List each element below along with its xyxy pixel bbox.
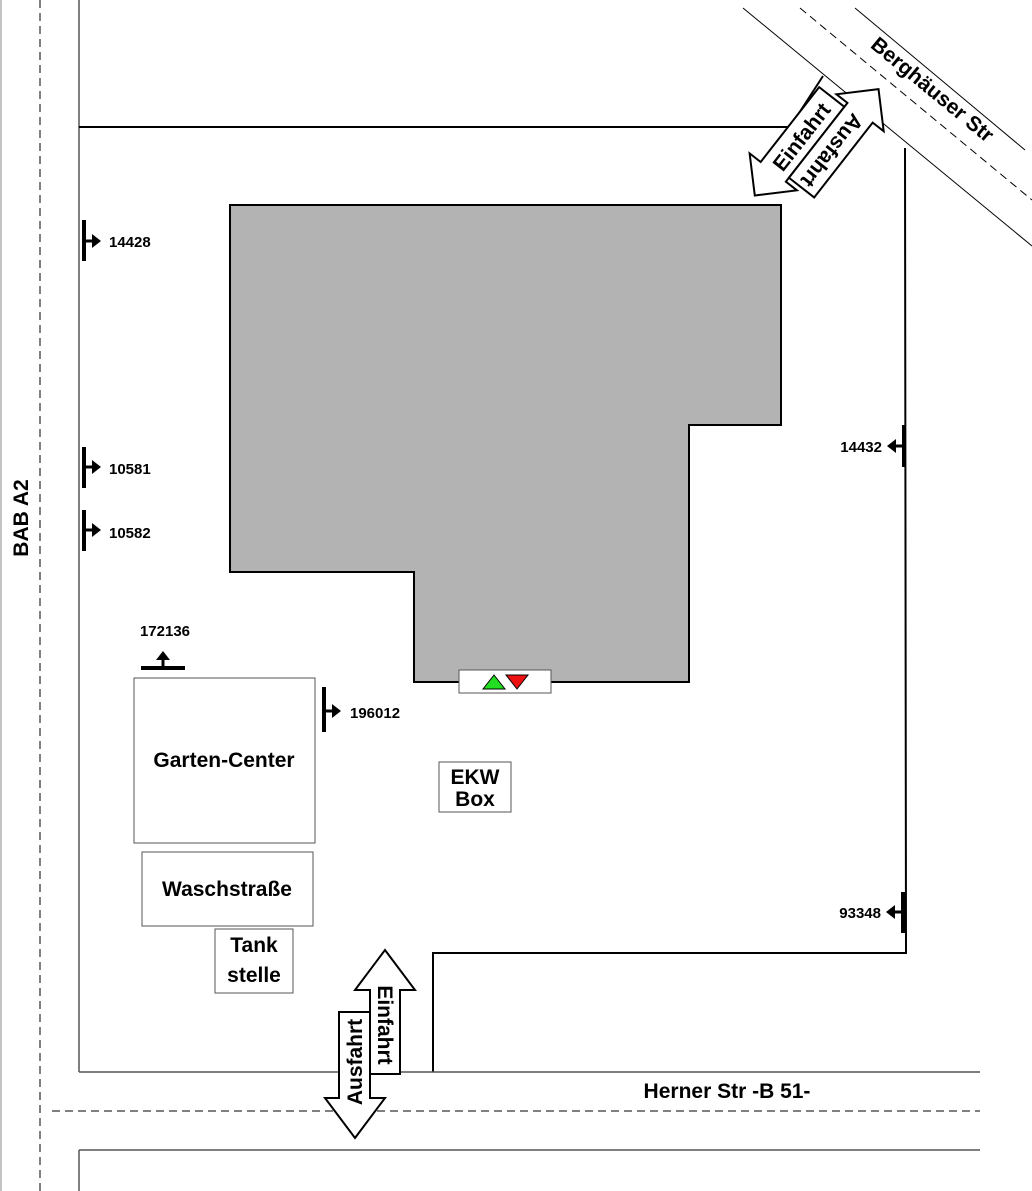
car-wash	[141, 851, 314, 927]
arrow-left-icon	[887, 439, 896, 453]
road-edge	[742, 7, 1032, 247]
top-entrance-arrows: Einfahrt Ausfahrt	[748, 85, 885, 199]
entry-arrow-icon	[748, 85, 846, 197]
exit-arrow-icon	[323, 1011, 387, 1140]
property-line	[79, 75, 824, 128]
marker-10581: 10581	[82, 447, 151, 488]
ekw-box	[438, 761, 512, 813]
arrow-up-icon	[156, 651, 170, 660]
road-centerline	[799, 7, 1032, 201]
marker-14428: 14428	[82, 220, 151, 261]
svg-text:93348: 93348	[839, 905, 881, 922]
ekw-label-2: Box	[455, 788, 495, 811]
main-building	[229, 204, 782, 683]
ekw-label-1: EKW	[451, 766, 500, 789]
up-triangle-icon	[481, 674, 507, 690]
road-label-berghaeuser: Berghäuser Str	[866, 33, 998, 147]
property-line	[432, 147, 908, 1072]
arrow-right-icon	[92, 234, 101, 248]
gas-station-label-2: stelle	[227, 964, 281, 987]
road-label-herner-str: Herner Str -B 51-	[644, 1080, 811, 1103]
svg-text:172136: 172136	[140, 623, 190, 640]
car-wash-label: Waschstraße	[162, 878, 292, 901]
svg-text:196012: 196012	[350, 705, 400, 722]
arrow-right-icon	[92, 460, 101, 474]
svg-text:10581: 10581	[109, 461, 151, 478]
svg-text:Einfahrt: Einfahrt	[373, 985, 396, 1064]
entrance-box	[458, 669, 552, 694]
marker-93348: 93348	[839, 892, 905, 933]
garden-center	[133, 677, 316, 844]
svg-text:Ausfahrt: Ausfahrt	[344, 1019, 367, 1105]
gas-station	[214, 928, 294, 994]
marker-14432: 14432	[840, 425, 906, 467]
road-edge	[854, 7, 1026, 151]
exit-arrow-icon	[787, 87, 885, 199]
marker-10582: 10582	[82, 510, 151, 551]
garden-center-label: Garten-Center	[153, 749, 294, 772]
svg-text:10582: 10582	[109, 525, 151, 542]
marker-172136: 172136	[140, 623, 190, 670]
down-triangle-icon	[504, 674, 530, 690]
bottom-entrance-arrows: Einfahrt Ausfahrt	[323, 948, 417, 1140]
marker-196012: 196012	[322, 687, 400, 732]
gas-station-label-1: Tank	[230, 934, 278, 957]
arrow-right-icon	[92, 523, 101, 537]
road-label-bab-a2: BAB A2	[10, 479, 33, 556]
svg-text:14432: 14432	[840, 439, 882, 456]
arrow-left-icon	[886, 905, 895, 919]
arrow-right-icon	[332, 704, 341, 718]
svg-text:14428: 14428	[109, 234, 151, 251]
